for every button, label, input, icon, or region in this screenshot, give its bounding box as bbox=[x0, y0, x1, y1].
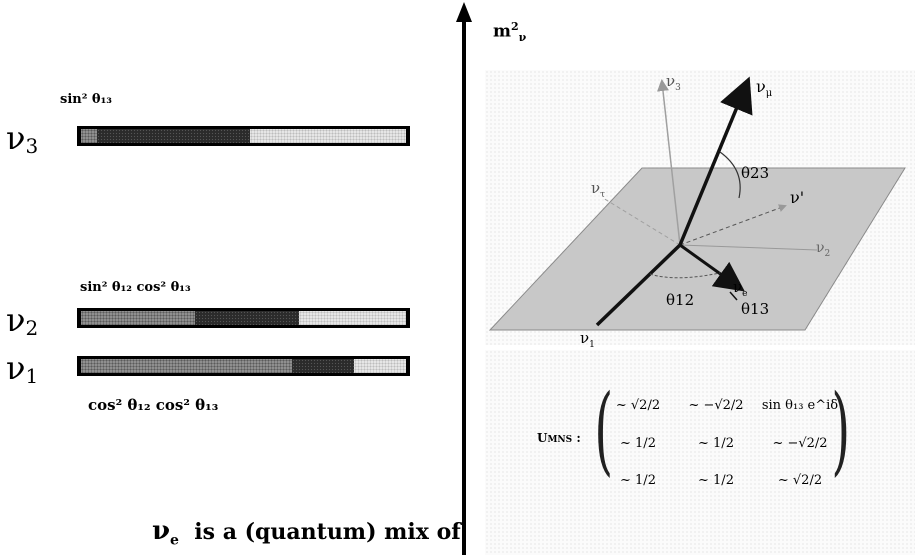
nu2-axis-line bbox=[679, 244, 818, 251]
matrix-cell-r3c2: ~ 1/2 bbox=[698, 473, 734, 488]
level-1-symbol: ν bbox=[6, 349, 26, 387]
mixing-plane bbox=[488, 167, 906, 331]
nu3-label: ν3 bbox=[666, 72, 681, 93]
level-1-segment-tau bbox=[354, 359, 406, 373]
level-3-annotation: sin² θ₁₃ bbox=[60, 92, 112, 107]
theta23-label: θ23 bbox=[741, 164, 770, 182]
matrix-label-main: U bbox=[537, 431, 548, 445]
geometry-diagram bbox=[488, 76, 906, 331]
level-3-index: 3 bbox=[25, 134, 39, 158]
matrix-label-suffix: : bbox=[572, 431, 581, 445]
level-2-bar bbox=[77, 308, 410, 328]
axis-label-sup: 2 bbox=[511, 20, 519, 33]
axis-label-sub: ν bbox=[518, 31, 527, 45]
matrix-cell-r3c3: ~ √2/2 bbox=[777, 473, 823, 488]
theta13-pointer bbox=[729, 291, 738, 301]
theta23-arc bbox=[719, 151, 741, 199]
level-2-annotation: sin² θ₁₂ cos² θ₁₃ bbox=[80, 280, 191, 295]
level-3-segment-e bbox=[81, 129, 98, 143]
level-2-symbol: ν bbox=[6, 301, 26, 339]
nu1-vector bbox=[595, 243, 682, 327]
numu-label: νμ bbox=[756, 77, 773, 100]
nuprime-axis-line bbox=[679, 204, 787, 246]
level-3-symbol: ν bbox=[6, 119, 26, 157]
level-2-segment-tau bbox=[298, 311, 406, 325]
nue-label: νe bbox=[733, 278, 748, 299]
matrix-cell-r2c1: ~ 1/2 bbox=[620, 436, 656, 451]
nu3-axis-line bbox=[657, 79, 681, 246]
matrix-label: UMNS : bbox=[537, 431, 581, 445]
level-2-label: ν2 bbox=[6, 304, 38, 338]
mass-axis-arrowhead bbox=[456, 2, 472, 22]
level-1-segment-e bbox=[81, 359, 293, 373]
matrix-left-paren: ( bbox=[594, 374, 614, 486]
level-1-annotation: cos² θ₁₂ cos² θ₁₃ bbox=[88, 396, 219, 414]
bottom-caption: νe is a (quantum) mix of bbox=[152, 516, 461, 548]
level-3-bar bbox=[77, 126, 410, 146]
matrix-cell-r1c2: ~ −√2/2 bbox=[688, 398, 744, 413]
matrix-right-paren: ) bbox=[831, 374, 851, 486]
theta12-arc bbox=[649, 272, 721, 279]
bottom-caption-symbol: ν bbox=[152, 516, 171, 546]
numu-vector bbox=[678, 76, 753, 246]
bottom-caption-text: is a (quantum) mix of bbox=[194, 519, 461, 545]
level-3-label: ν3 bbox=[6, 122, 38, 156]
bottom-caption-subscript: e bbox=[170, 532, 179, 549]
level-2-segment-mu bbox=[194, 311, 299, 325]
level-1-index: 1 bbox=[25, 364, 39, 388]
matrix-panel bbox=[485, 350, 915, 555]
level-1-segment-mu bbox=[292, 359, 354, 373]
matrix-cell-r3c1: ~ 1/2 bbox=[620, 473, 656, 488]
level-1-bar bbox=[77, 356, 410, 376]
nue-vector bbox=[679, 243, 745, 292]
level-3-segment-tau bbox=[250, 129, 406, 143]
nutau-axis-line bbox=[602, 197, 681, 246]
nuprime-label: ν' bbox=[790, 188, 805, 207]
matrix-label-sub: MNS bbox=[547, 435, 573, 445]
axis-label-base: m bbox=[493, 21, 511, 42]
level-1-label: ν1 bbox=[6, 352, 38, 386]
matrix-cell-r2c3: ~ −√2/2 bbox=[772, 436, 828, 451]
mass-axis bbox=[456, 2, 472, 555]
matrix-cell-r2c2: ~ 1/2 bbox=[698, 436, 734, 451]
nu1-label: ν1 bbox=[580, 329, 595, 350]
mass-axis-label: m2ν bbox=[493, 20, 526, 44]
nutau-label: ντ bbox=[591, 179, 606, 200]
level-3-segment-mu bbox=[97, 129, 250, 143]
matrix-cell-r1c3: sin θ₁₃ e^iδ bbox=[761, 398, 839, 413]
level-2-index: 2 bbox=[25, 316, 39, 340]
nu2-label: ν2 bbox=[816, 240, 831, 259]
theta12-label: θ12 bbox=[666, 291, 695, 309]
matrix-cell-r1c1: ~ √2/2 bbox=[615, 398, 661, 413]
level-2-segment-e bbox=[81, 311, 195, 325]
theta13-label: θ13 bbox=[741, 300, 770, 318]
